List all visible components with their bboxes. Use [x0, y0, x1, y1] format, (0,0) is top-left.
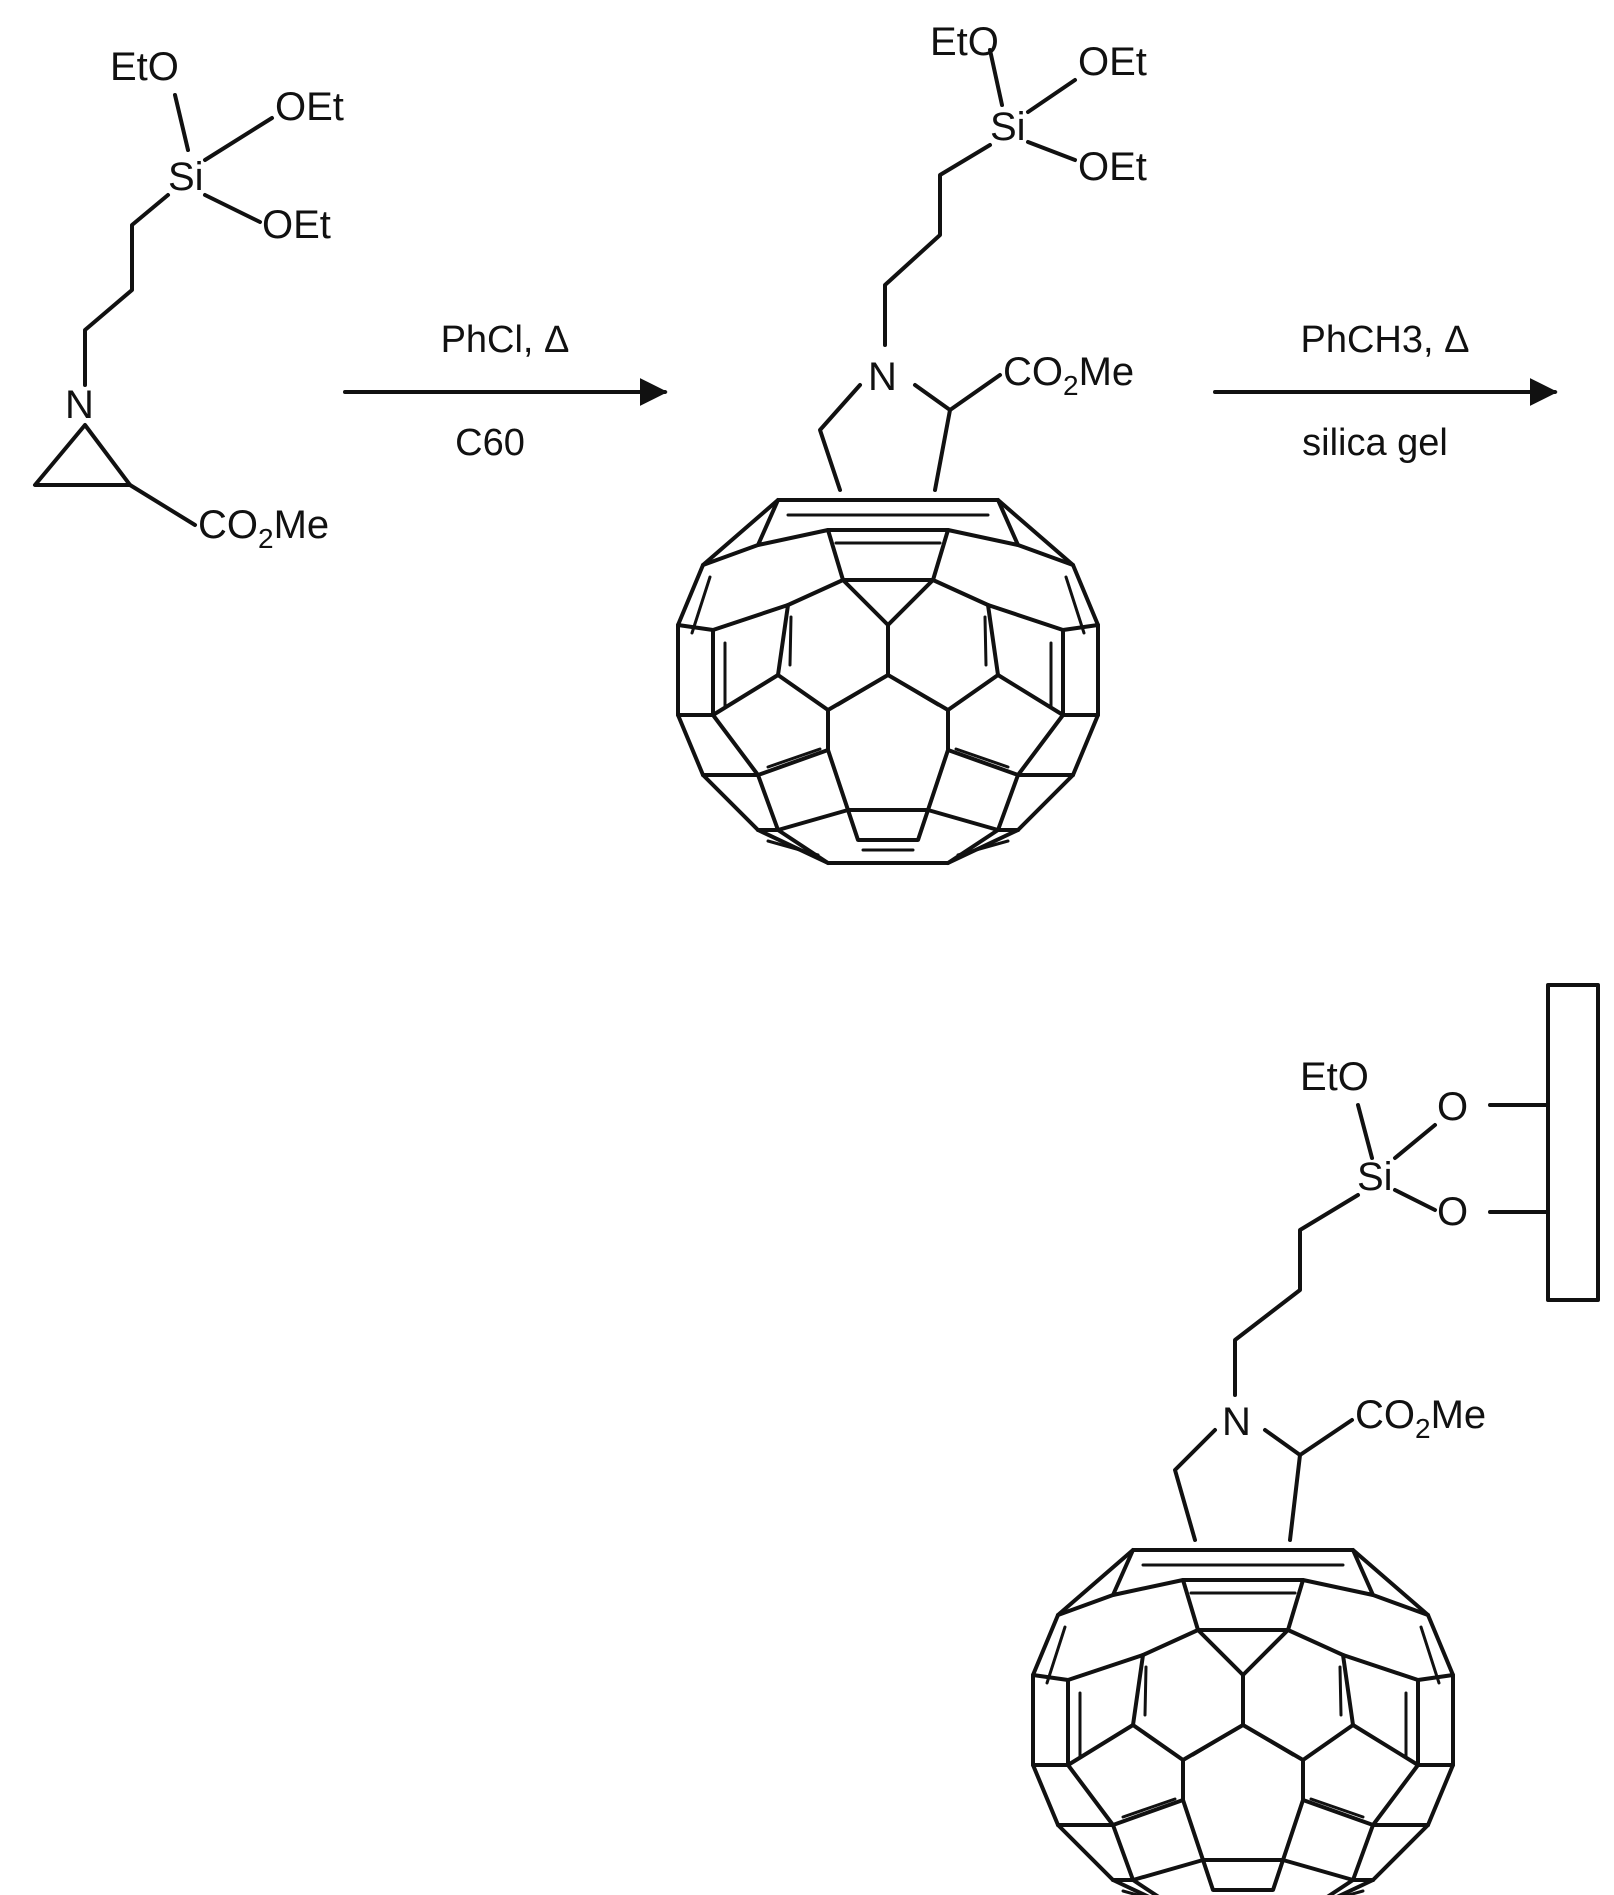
- fulleropyrrolidine-silane-intermediate: EtO OEt Si OEt N CO2Me: [676, 20, 1147, 865]
- step2-condition: PhCH3, Δ: [1301, 319, 1470, 361]
- nitrogen-label: N: [868, 355, 897, 399]
- step2-reagent: silica gel: [1302, 422, 1448, 464]
- nitrogen-label: N: [1222, 1400, 1251, 1444]
- ethoxy-label: OEt: [262, 203, 331, 247]
- ester-label: CO2Me: [1355, 1393, 1486, 1444]
- silica-bound-fullerene-product: EtO O Si O N CO2Me: [1031, 983, 1600, 1895]
- reaction-arrow-1: PhCl, Δ C60: [343, 319, 668, 464]
- silicon-label: Si: [168, 155, 204, 199]
- ester-label: CO2Me: [1003, 350, 1134, 401]
- ester-label: CO2Me: [198, 503, 329, 554]
- silica-surface: [1546, 983, 1600, 1302]
- ethoxy-label: EtO: [930, 20, 999, 64]
- step1-condition: PhCl, Δ: [441, 319, 570, 361]
- step1-reagent: C60: [455, 422, 525, 464]
- reaction-arrow-2: PhCH3, Δ silica gel: [1213, 319, 1558, 464]
- oxygen-label: O: [1437, 1085, 1468, 1129]
- ethoxy-label: EtO: [110, 45, 179, 89]
- ethoxy-label: OEt: [1078, 145, 1147, 189]
- ethoxy-label: EtO: [1300, 1055, 1369, 1099]
- ethoxy-label: OEt: [1078, 40, 1147, 84]
- nitrogen-label: N: [65, 383, 94, 427]
- silicon-label: Si: [990, 105, 1026, 149]
- aziridine-silane-reactant: EtO OEt Si OEt N CO2Me: [33, 45, 344, 554]
- ethoxy-label: OEt: [275, 85, 344, 129]
- silicon-label: Si: [1357, 1155, 1393, 1199]
- oxygen-label: O: [1437, 1190, 1468, 1234]
